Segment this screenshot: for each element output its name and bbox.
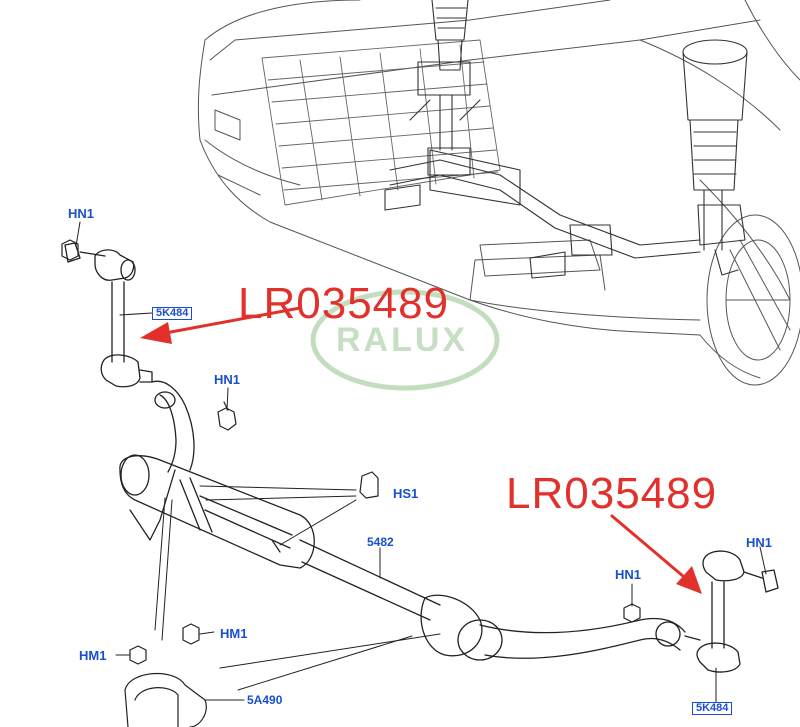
label-hs1: HS1 (393, 486, 419, 501)
front-right-wheel (706, 214, 800, 386)
callout-arrows (158, 306, 692, 584)
part-number-callout-top: LR035489 (238, 279, 450, 328)
right-link (696, 550, 779, 673)
right-strut (682, 39, 748, 276)
installed-bar (384, 149, 701, 279)
label-5k484-top: 5K484 (152, 307, 193, 320)
stabilizer-bar (119, 380, 701, 661)
arrowhead-left (140, 322, 172, 344)
left-link (64, 242, 153, 388)
label-hm1-left: HM1 (79, 648, 107, 663)
label-hn1-top-left: HN1 (68, 206, 95, 221)
label-hn1-right-mid: HN1 (615, 567, 642, 582)
label-hm1-center: HM1 (220, 626, 248, 641)
label-hn1-right-top: HN1 (746, 535, 773, 550)
watermark-ring (310, 289, 500, 391)
watermark-text: RALUX (336, 321, 469, 359)
vehicle-body (197, 0, 800, 379)
left-strut (409, 0, 481, 176)
label-5k484-bottom: 5K484 (692, 702, 733, 715)
part-number-callout-bottom: LR035489 (506, 469, 718, 518)
label-hn1-mid-left: HN1 (214, 372, 241, 387)
label-5a490: 5A490 (247, 693, 283, 707)
front-grille (261, 39, 501, 206)
leader-lines (75, 221, 767, 703)
label-5482: 5482 (367, 535, 394, 549)
arrowhead-right (676, 566, 702, 594)
